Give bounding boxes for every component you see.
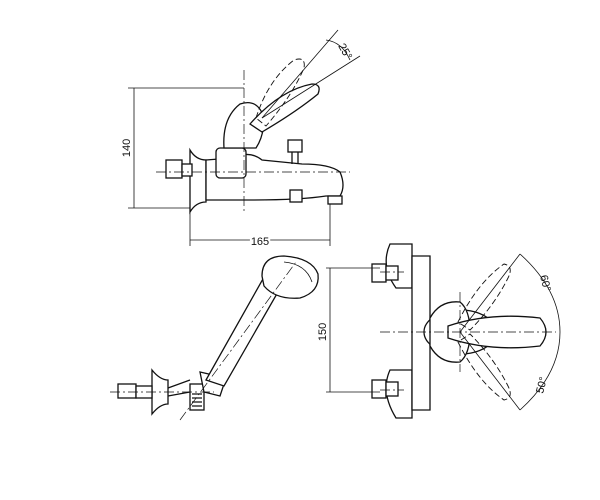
dimension-label-165: 165 [251, 236, 269, 248]
diverter-knob [287, 139, 303, 153]
mixer-side-view: 60° 50° 150 [317, 243, 561, 419]
lever-down-position [457, 333, 511, 401]
hose-outlet [289, 189, 303, 203]
cartridge-housing [215, 147, 247, 179]
wall-flange [189, 147, 207, 215]
dimension-label-140: 140 [121, 139, 133, 157]
spout-outlet [327, 195, 343, 205]
dimension-width-top: 165 [189, 204, 331, 250]
angle-label-60: 60° [537, 274, 553, 293]
lever-handle [249, 83, 320, 133]
dimension-label-150: 150 [317, 323, 329, 341]
shower-head [261, 255, 319, 299]
inlet-connector-left [165, 159, 183, 179]
hose-connector [189, 383, 205, 411]
lever-tilted-position [255, 58, 305, 127]
angle-arc [519, 253, 561, 411]
lever-up-position [457, 263, 511, 331]
mixer-body-side [411, 255, 431, 411]
dimension-height-top: 140 [121, 87, 244, 209]
angle-label-50: 50° [534, 376, 550, 395]
hand-shower-view [110, 255, 319, 421]
bath-mixer-front-view: 140 165 25° [121, 29, 361, 250]
